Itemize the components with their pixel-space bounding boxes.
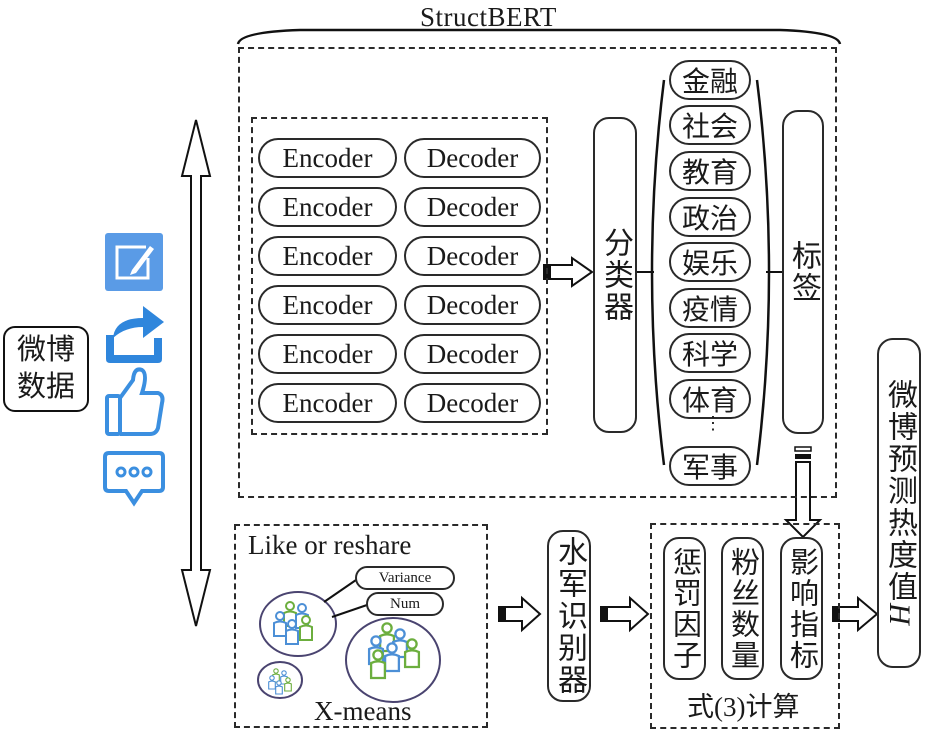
output-label: 微博预测热度值H: [877, 379, 921, 627]
cluster-ellipse-1: [259, 591, 337, 657]
person-icon: [403, 638, 421, 669]
weibo-data-line2: 数据: [16, 371, 75, 403]
formula-item: 影响指标: [780, 537, 823, 680]
person-icon: [383, 642, 401, 673]
category-item: 金融: [669, 60, 751, 100]
encoder-decoder-container: [251, 117, 548, 435]
person-icon: [369, 649, 387, 680]
person-icon: [275, 680, 283, 695]
cluster-ellipse-3: [345, 617, 441, 703]
person-icon: [272, 668, 280, 683]
output-prefix: 微博预测热度值: [883, 379, 916, 604]
category-item: 娱乐: [669, 242, 751, 282]
encoder-block: Encoder: [258, 285, 397, 325]
category-item: 疫情: [669, 288, 751, 328]
tag-label: 标签: [787, 240, 820, 304]
output-box: 微博预测热度值H: [877, 338, 921, 668]
person-icon: [268, 675, 276, 690]
cluster-ellipse-2: [257, 661, 303, 699]
arrow-to-formula: [600, 595, 650, 633]
person-icon: [273, 611, 287, 637]
category-item: 社会: [669, 105, 751, 145]
category-ellipsis: ⋮: [704, 413, 722, 433]
clustering-title: Like or reshare: [248, 530, 412, 560]
decoder-block: Decoder: [404, 236, 541, 276]
weibo-data-box: 微博 数据: [3, 326, 89, 412]
decoder-block: Decoder: [404, 383, 541, 423]
classifier-box: 分类器: [593, 117, 637, 433]
category-item: 科学: [669, 333, 751, 373]
weibo-data-line1: 微博: [16, 334, 75, 366]
output-var: H: [883, 603, 916, 627]
classifier-label: 分类器: [599, 227, 632, 323]
person-icon: [280, 670, 288, 685]
encoder-block: Encoder: [258, 138, 397, 178]
arrow-to-output: [832, 595, 879, 633]
person-icon: [391, 628, 409, 659]
formula-caption: 式(3)计算: [687, 692, 800, 722]
structbert-brace: [236, 28, 842, 45]
decoder-block: Decoder: [404, 187, 541, 227]
arrow-tag-down: [783, 446, 823, 539]
num-label: Num: [366, 592, 444, 616]
category-item: 军事: [669, 446, 751, 486]
clustering-container: [234, 524, 488, 728]
bot-detector-box: 水军识别器: [547, 530, 591, 702]
encoder-block: Encoder: [258, 236, 397, 276]
encoder-block: Encoder: [258, 383, 397, 423]
tag-box: 标签: [782, 110, 824, 434]
bot-detector-label: 水军识别器: [553, 536, 586, 696]
encoder-block: Encoder: [258, 334, 397, 374]
person-icon: [284, 677, 292, 692]
decoder-block: Decoder: [404, 334, 541, 374]
category-bracket-right: [755, 79, 771, 466]
formula-item-label: 惩罚因子: [668, 546, 701, 671]
category-item: 教育: [669, 151, 751, 191]
decoder-block: Decoder: [404, 285, 541, 325]
decoder-block: Decoder: [404, 138, 541, 178]
formula-item: 粉丝数量: [721, 537, 764, 680]
category-item: 政治: [669, 197, 751, 237]
encoder-block: Encoder: [258, 187, 397, 227]
variance-label: Variance: [355, 566, 455, 590]
structbert-title: StructBERT: [420, 2, 557, 32]
formula-container: [650, 523, 840, 729]
category-item: 体育: [669, 379, 751, 419]
formula-item: 惩罚因子: [663, 537, 706, 680]
formula-item-label: 影响指标: [785, 546, 818, 671]
xmeans-label: X-means: [314, 696, 412, 726]
person-icon: [285, 619, 299, 645]
category-bracket-left: [650, 79, 666, 466]
arrow-to-bot-detector: [498, 595, 542, 633]
double-arrow: [180, 119, 212, 627]
person-icon: [299, 615, 313, 641]
structbert-container: [238, 47, 837, 498]
formula-item-label: 粉丝数量: [726, 546, 759, 671]
